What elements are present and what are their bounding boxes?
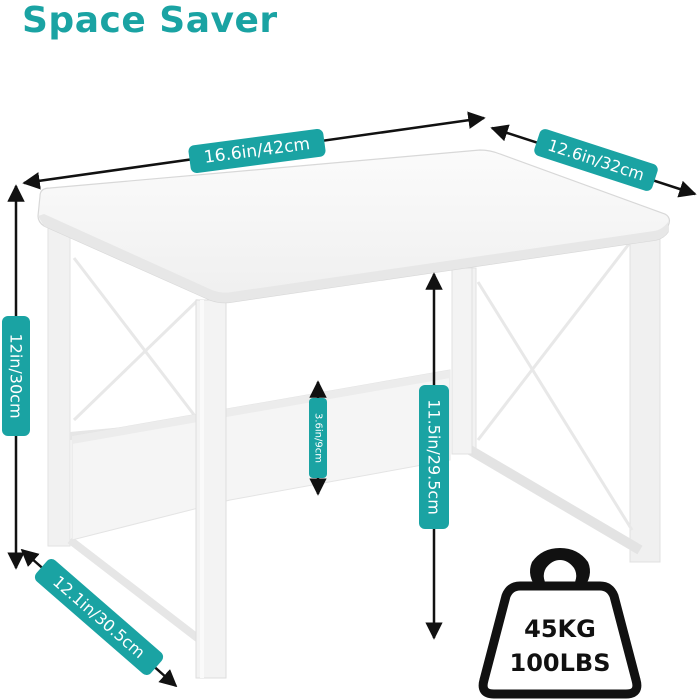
weight-kg: 45KG (524, 615, 596, 643)
width-label: 16.6in/42cm (188, 128, 326, 174)
back-right-leg (453, 229, 661, 563)
headline: Space Saver (22, 0, 278, 41)
svg-text:3.6in/9cm: 3.6in/9cm (313, 413, 324, 463)
front-left-leg (195, 299, 227, 679)
under-height-label: 11.5in/29.5cm (419, 385, 449, 529)
front-depth-label: 12.1in/30.5cm (34, 559, 164, 675)
weight-body (478, 581, 642, 699)
panel-height-label: 3.6in/9cm (309, 398, 327, 478)
weight-handle (530, 548, 590, 590)
tabletop (37, 149, 671, 304)
rear-panel (71, 369, 451, 541)
height-label: 12in/30cm (2, 316, 30, 436)
weight-lbs: 100LBS (510, 649, 611, 677)
svg-text:12in/30cm: 12in/30cm (7, 333, 26, 418)
svg-text:11.5in/29.5cm: 11.5in/29.5cm (425, 399, 444, 515)
weight-capacity-icon: 45KG 100LBS (478, 548, 642, 699)
